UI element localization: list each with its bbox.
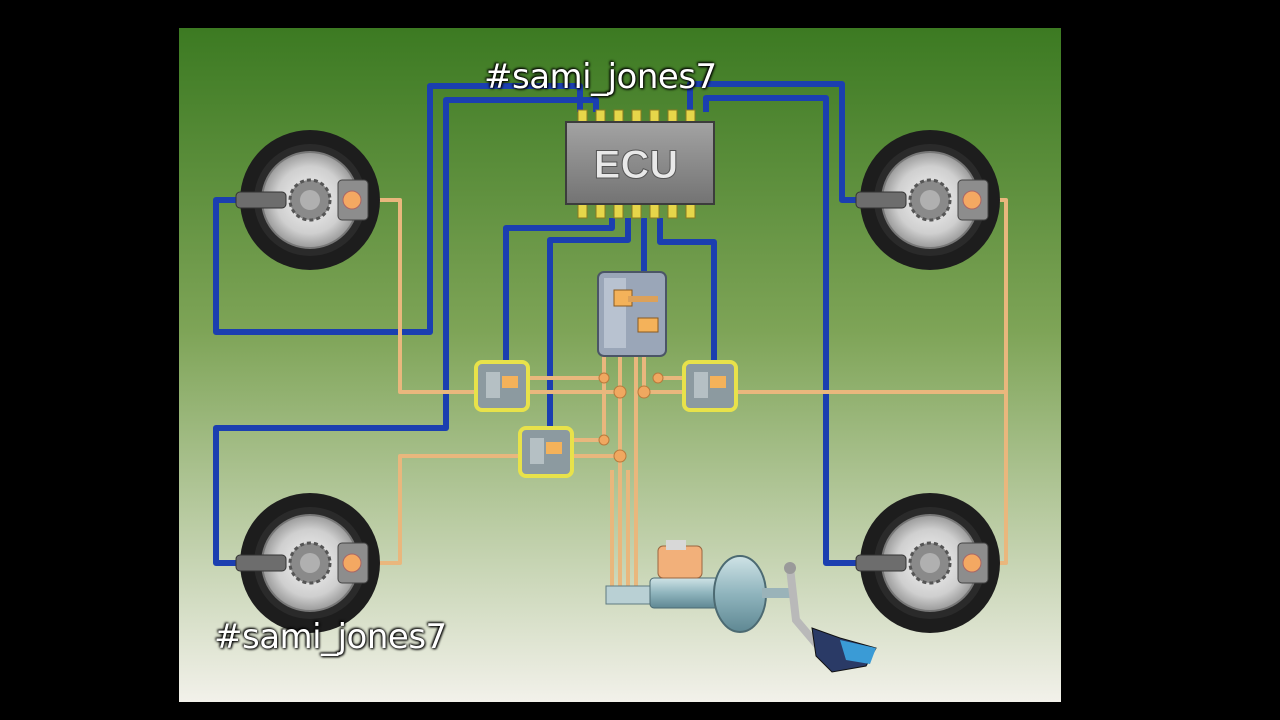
- sensor-wires: [213, 81, 860, 566]
- wire-ecu-valve-right: [657, 218, 717, 366]
- hydraulic-unit: [597, 271, 667, 357]
- wire-ecu-valve-left: [503, 218, 615, 368]
- modulator-valve-left: [474, 360, 530, 412]
- wire-rear-right: [703, 95, 860, 566]
- wire-front-left: [213, 83, 583, 335]
- watermark-bottom: #sami_jones7: [214, 617, 447, 657]
- ecu-label: ECU: [594, 143, 678, 187]
- wire-ecu-valve-rear: [547, 218, 631, 430]
- line-junctions: [598, 372, 664, 463]
- wire-front-right: [687, 81, 860, 203]
- modulator-valve-right: [682, 360, 738, 412]
- wire-rear-left: [213, 97, 599, 566]
- wheel-front-right: [855, 130, 1000, 270]
- wheel-rear-right: [855, 493, 1000, 633]
- modulator-valve-rear: [518, 426, 574, 478]
- master-cylinder: [605, 540, 792, 633]
- ecu-chip: ECU: [565, 109, 715, 219]
- wheel-front-left: [235, 130, 380, 270]
- wheel-rear-left: [235, 493, 380, 633]
- watermark-top: #sami_jones7: [484, 57, 717, 97]
- foot: [811, 627, 877, 673]
